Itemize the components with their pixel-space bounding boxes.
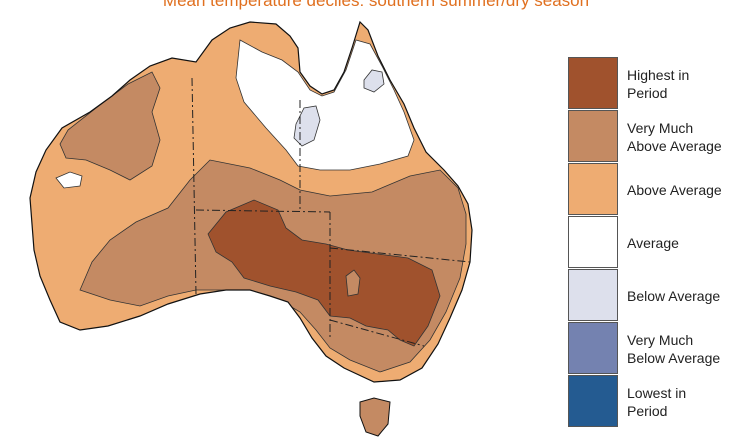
legend-swatch-below (568, 269, 618, 321)
legend-item-above: Above Average (568, 163, 752, 216)
legend-label-below: Below Average (627, 287, 721, 304)
legend-label-highest: Highest in Period (627, 66, 690, 101)
legend-swatch-average (568, 216, 618, 268)
tasmania (359, 397, 391, 437)
region-average-west (55, 171, 83, 189)
legend-label-very-much-below: Very Much Below Average (627, 331, 721, 366)
legend-item-very-much-below: Very Much Below Average (568, 322, 752, 375)
legend-swatch-above (568, 163, 618, 215)
legend-swatch-highest (568, 57, 618, 109)
region-above-average-inset (345, 269, 361, 297)
legend-item-highest: Highest in Period (568, 57, 752, 110)
legend-item-very-much-above: Very Much Above Average (568, 110, 752, 163)
legend-swatch-lowest (568, 375, 618, 427)
legend-swatch-very-much-below (568, 322, 618, 374)
map-title: Mean temperature deciles: southern summe… (162, 0, 590, 10)
legend-swatch-very-much-above (568, 110, 618, 162)
legend-item-below: Below Average (568, 269, 752, 322)
legend-label-very-much-above: Very Much Above Average (627, 119, 722, 154)
state-borders (191, 77, 471, 347)
australia-decile-map (29, 21, 473, 437)
legend: Highest in Period Very Much Above Averag… (568, 57, 752, 428)
legend-item-average: Average (568, 216, 752, 269)
region-below-average-2 (363, 69, 385, 93)
legend-label-average: Average (627, 234, 679, 251)
region-very-much-above-nw (59, 71, 161, 181)
legend-label-lowest: Lowest in Period (627, 384, 687, 419)
legend-label-above: Above Average (627, 181, 722, 198)
legend-item-lowest: Lowest in Period (568, 375, 752, 428)
region-highest-in-period (207, 199, 441, 347)
